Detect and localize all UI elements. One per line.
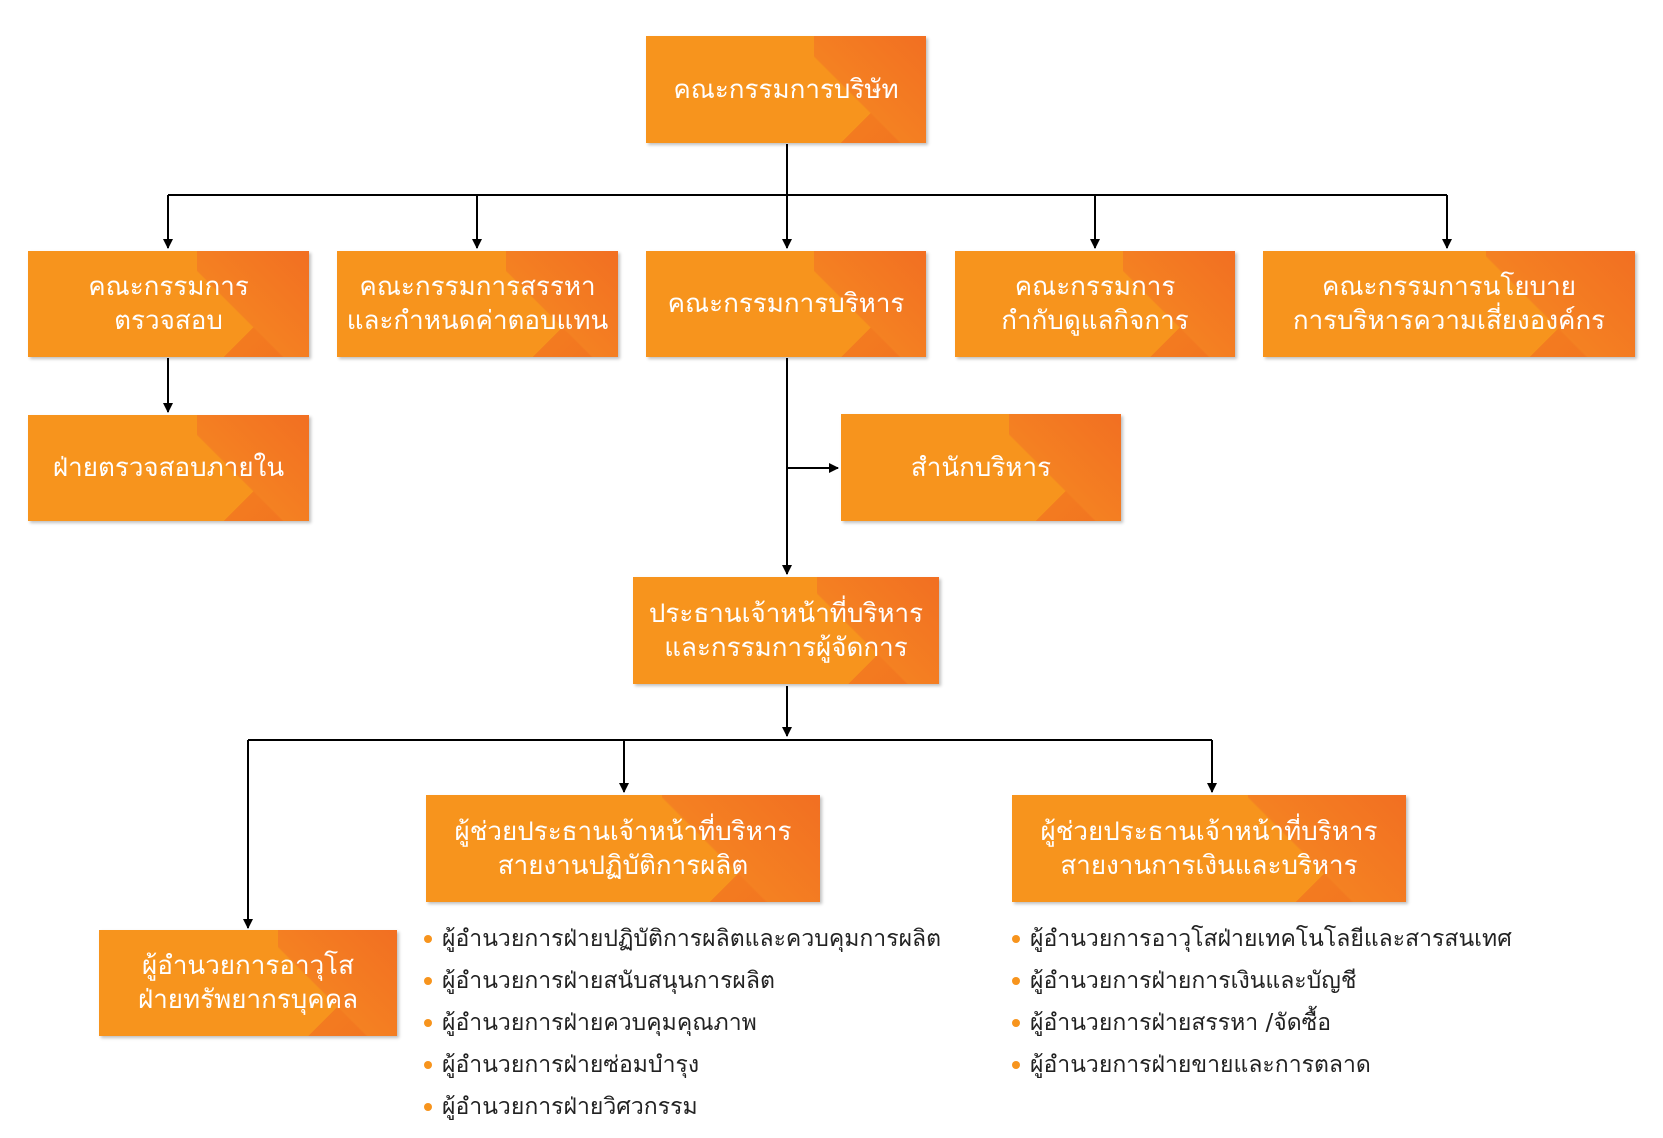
executive-committee-label: คณะกรรมการบริหาร [667, 289, 905, 319]
hr-director-box: ผู้อำนวยการอาวุโส ฝ่ายทรัพยากรบุคคล [99, 930, 397, 1036]
board-label: คณะกรรมการบริษัท [673, 74, 899, 105]
ceo-box: ประธานเจ้าหน้าที่บริหาร และกรรมการผู้จัด… [633, 577, 939, 684]
production-directors-list: ผู้อำนวยการฝ่ายปฏิบัติการผลิตและควบคุมกา… [424, 918, 941, 1128]
vp-finance-label: ผู้ช่วยประธานเจ้าหน้าที่บริหาร สายงานการ… [1040, 816, 1378, 881]
list-item: ผู้อำนวยการฝ่ายขายและการตลาด [1012, 1044, 1512, 1086]
bullet-icon [1012, 935, 1020, 943]
vp-finance-box: ผู้ช่วยประธานเจ้าหน้าที่บริหาร สายงานการ… [1012, 795, 1406, 902]
list-item: ผู้อำนวยการฝ่ายการเงินและบัญชี [1012, 960, 1512, 1002]
board-of-directors-box: คณะกรรมการบริษัท [646, 36, 926, 143]
bullet-icon [1012, 1061, 1020, 1069]
bullet-icon [424, 1103, 432, 1111]
audit-committee-label: คณะกรรมการ ตรวจสอบ [88, 272, 249, 336]
governance-committee-box: คณะกรรมการ กำกับดูแลกิจการ [955, 251, 1235, 357]
list-item: ผู้อำนวยการฝ่ายซ่อมบำรุง [424, 1044, 941, 1086]
bullet-icon [424, 1019, 432, 1027]
nomination-committee-box: คณะกรรมการสรรหา และกำหนดค่าตอบแทน [337, 251, 618, 357]
list-item: ผู้อำนวยการฝ่ายสนับสนุนการผลิต [424, 960, 941, 1002]
executive-office-box: สำนักบริหาร [841, 414, 1121, 521]
nomination-committee-label: คณะกรรมการสรรหา และกำหนดค่าตอบแทน [346, 272, 609, 336]
risk-committee-box: คณะกรรมการนโยบาย การบริหารความเสี่ยงองค์… [1263, 251, 1635, 357]
vp-production-label: ผู้ช่วยประธานเจ้าหน้าที่บริหาร สายงานปฏิ… [454, 816, 792, 881]
list-item: ผู้อำนวยการฝ่ายวิศวกรรม [424, 1086, 941, 1128]
internal-audit-label: ฝ่ายตรวจสอบภายใน [52, 453, 285, 483]
list-item: ผู้อำนวยการอาวุโสฝ่ายเทคโนโลยีและสารสนเท… [1012, 918, 1512, 960]
bullet-icon [424, 1061, 432, 1069]
bullet-icon [1012, 977, 1020, 985]
risk-committee-label: คณะกรรมการนโยบาย การบริหารความเสี่ยงองค์… [1292, 272, 1606, 336]
bullet-icon [424, 935, 432, 943]
bullet-icon [1012, 1019, 1020, 1027]
executive-office-label: สำนักบริหาร [910, 452, 1052, 483]
list-item: ผู้อำนวยการฝ่ายควบคุมคุณภาพ [424, 1002, 941, 1044]
internal-audit-box: ฝ่ายตรวจสอบภายใน [28, 415, 309, 521]
list-item: ผู้อำนวยการฝ่ายปฏิบัติการผลิตและควบคุมกา… [424, 918, 941, 960]
executive-committee-box: คณะกรรมการบริหาร [646, 251, 926, 357]
finance-directors-list: ผู้อำนวยการอาวุโสฝ่ายเทคโนโลยีและสารสนเท… [1012, 918, 1512, 1086]
audit-committee-box: คณะกรรมการ ตรวจสอบ [28, 251, 309, 357]
governance-committee-label: คณะกรรมการ กำกับดูแลกิจการ [1001, 272, 1189, 336]
hr-director-label: ผู้อำนวยการอาวุโส ฝ่ายทรัพยากรบุคคล [137, 951, 359, 1015]
list-item: ผู้อำนวยการฝ่ายสรรหา /จัดซื้อ [1012, 1002, 1512, 1044]
vp-production-box: ผู้ช่วยประธานเจ้าหน้าที่บริหาร สายงานปฏิ… [426, 795, 820, 902]
bullet-icon [424, 977, 432, 985]
ceo-label: ประธานเจ้าหน้าที่บริหาร และกรรมการผู้จัด… [648, 598, 924, 663]
